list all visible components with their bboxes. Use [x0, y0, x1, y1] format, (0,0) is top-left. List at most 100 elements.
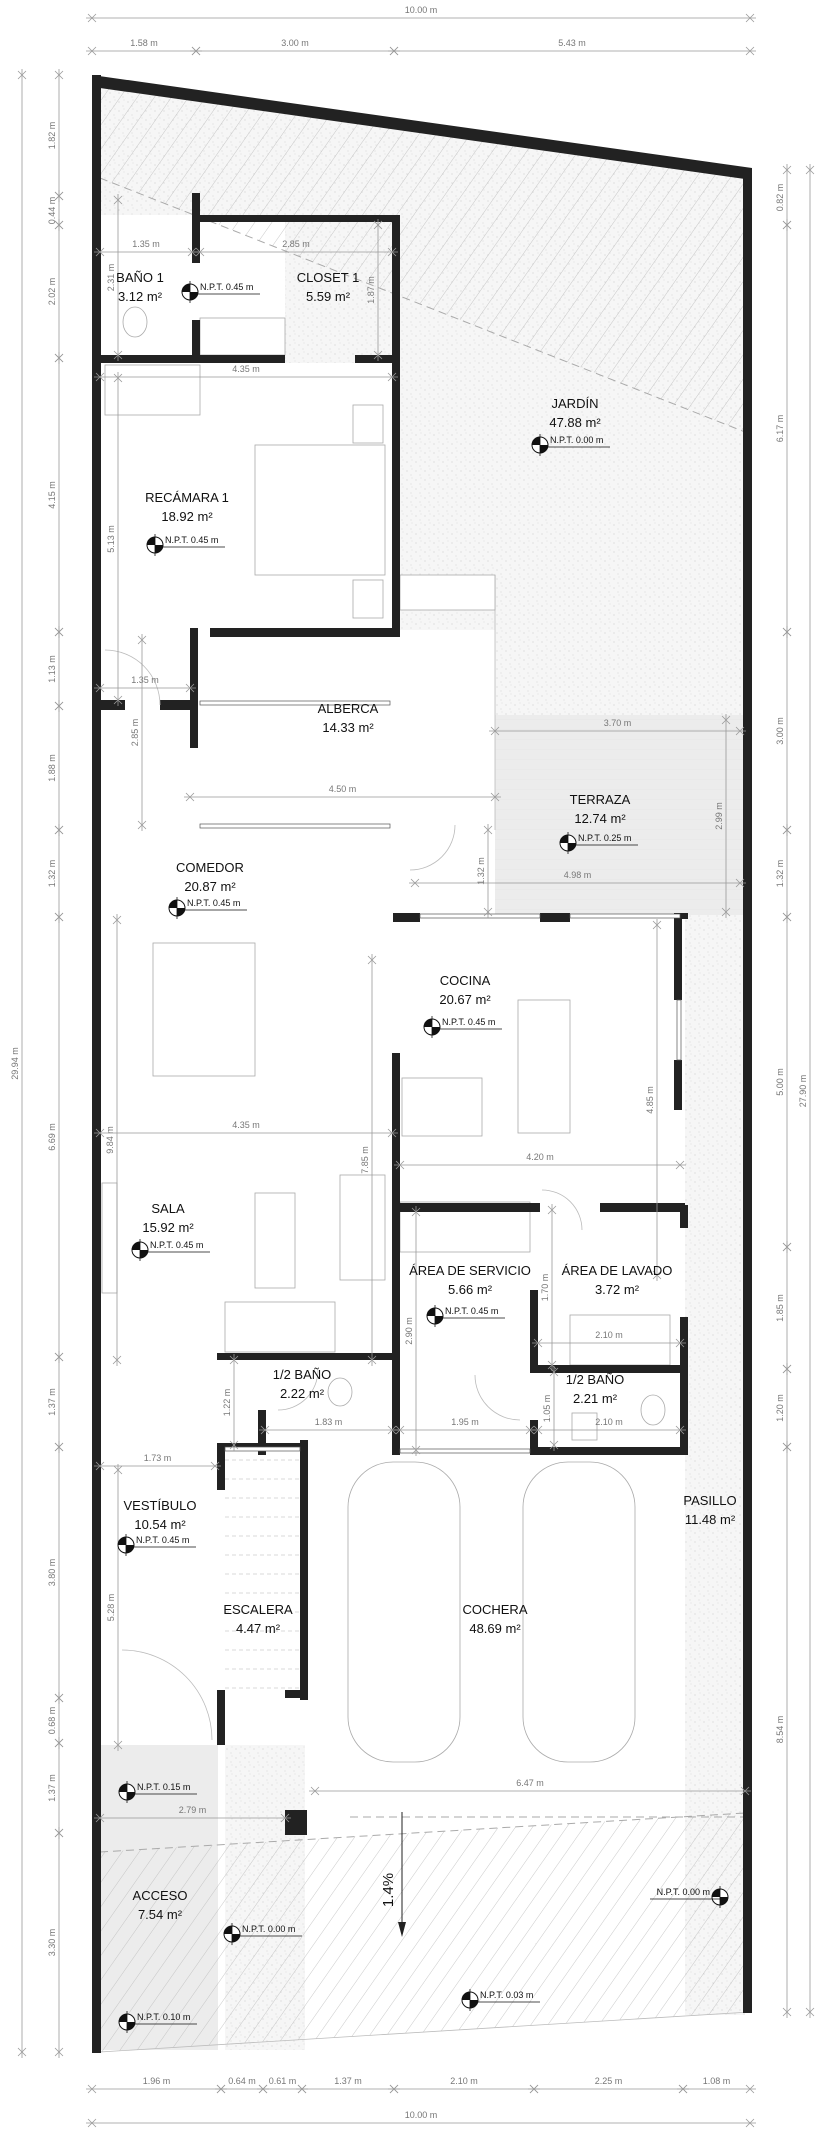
room-name: COCHERA [462, 1602, 527, 1617]
interior-wall [285, 1690, 308, 1698]
dimension-tick [529, 2084, 539, 2094]
level-marker: N.P.T. 0.45 m [423, 1016, 502, 1038]
room-label: CLOSET 15.59 m² [297, 270, 360, 304]
dimension-tick [185, 683, 195, 693]
interior-wall [217, 1353, 400, 1360]
dimension-tick [805, 2007, 815, 2017]
room-area: 2.22 m² [280, 1386, 325, 1401]
level-label: N.P.T. 0.00 m [242, 1924, 295, 1934]
dimension-tick [54, 191, 64, 201]
dimension-label: 1.05 m [542, 1395, 552, 1423]
dimension-tick [54, 353, 64, 363]
laundry-counter [569, 1314, 671, 1366]
interior-wall [674, 1060, 682, 1110]
kitchen-counter [401, 1077, 483, 1137]
dimension-label: 1.32 m [47, 860, 57, 888]
dimension-tick [387, 1128, 397, 1138]
overhang-line [99, 177, 746, 433]
dimension-tick [782, 165, 792, 175]
door-swing[interactable] [277, 1369, 319, 1411]
tv-console [101, 1182, 118, 1294]
room-label: BAÑO 13.12 m² [116, 270, 164, 304]
dimension-label: 1.83 m [315, 1417, 343, 1427]
level-marker: N.P.T. 0.45 m [146, 534, 225, 556]
interior-wall [192, 320, 200, 362]
stair-treads [225, 1459, 300, 1689]
dimension-label: 6.47 m [516, 1778, 544, 1788]
dimension-tick [805, 165, 815, 175]
dimension-tick [87, 13, 97, 23]
dimension-label: 4.50 m [329, 784, 357, 794]
dimension-label: 2.31 m [106, 264, 116, 292]
room-area: 4.47 m² [236, 1621, 281, 1636]
level-marker: N.P.T. 0.45 m [117, 1534, 196, 1556]
dimension-label: 2.02 m [47, 278, 57, 306]
dimension-label: 4.35 m [232, 364, 260, 374]
terrace-deck [495, 715, 745, 915]
door-swing[interactable] [104, 649, 161, 706]
dimension-tick [533, 1425, 543, 1435]
kitchen-island [517, 999, 571, 1134]
dimension-tick [229, 1440, 239, 1450]
door-swing[interactable] [409, 824, 456, 871]
interior-wall [530, 1290, 538, 1372]
dimension-tick [395, 1425, 405, 1435]
closet-shelf [199, 317, 286, 356]
dimension-label: 4.35 m [232, 1120, 260, 1130]
room-area: 48.69 m² [469, 1621, 521, 1636]
dimension-label: 1.70 m [540, 1274, 550, 1302]
room-name: TERRAZA [570, 792, 631, 807]
level-marker: N.P.T. 0.25 m [559, 832, 638, 854]
door-swing[interactable] [474, 1374, 521, 1421]
dimension-tick [185, 792, 195, 802]
exterior-wall-right [743, 170, 752, 2013]
dimension-label: 1.32 m [476, 857, 486, 885]
dimension-label: 1.87 m [366, 276, 376, 304]
interior-wall [600, 1203, 685, 1212]
dimension-label: 6.17 m [775, 415, 785, 443]
dimension-label: 29.94 m [10, 1047, 20, 1080]
walls [92, 75, 752, 2053]
window [399, 1448, 531, 1454]
slope-indicator: 1.4% [380, 1812, 406, 1937]
dimension-tick [373, 220, 383, 230]
sofa [224, 1301, 336, 1353]
dimension-tick [745, 2118, 755, 2128]
interior-wall [392, 215, 400, 363]
dimension-tick [483, 825, 493, 835]
dimension-label: 1.13 m [47, 655, 57, 683]
dimension-tick [87, 46, 97, 56]
dimension-label: 6.69 m [47, 1123, 57, 1151]
window [224, 1446, 301, 1452]
dimension-tick [721, 715, 731, 725]
dimension-tick [113, 695, 123, 705]
dimension-label: 1.58 m [130, 38, 158, 48]
dimension-tick [547, 1360, 557, 1370]
dimension-tick [367, 955, 377, 965]
dimension-tick [280, 1813, 290, 1823]
entry-door-swing[interactable] [121, 1649, 213, 1741]
dimension-label: 5.43 m [558, 38, 586, 48]
dimension-tick [54, 1738, 64, 1748]
dimension-tick [740, 1786, 750, 1796]
dimension-label: 1.35 m [132, 239, 160, 249]
level-label: N.P.T. 0.45 m [445, 1306, 498, 1316]
level-label: N.P.T. 0.15 m [137, 1782, 190, 1792]
dimension-label: 1.22 m [222, 1389, 232, 1417]
dimension-label: 0.44 m [47, 197, 57, 225]
dimension-label: 3.30 m [47, 1929, 57, 1957]
door-swing[interactable] [541, 1189, 583, 1231]
dimension-label: 1.37 m [47, 1388, 57, 1416]
interior-wall [530, 1447, 685, 1455]
interior-wall [540, 913, 570, 922]
dimension-tick [216, 2084, 226, 2094]
dimension-label: 1.32 m [775, 860, 785, 888]
dimension-label: 27.90 m [798, 1075, 808, 1108]
